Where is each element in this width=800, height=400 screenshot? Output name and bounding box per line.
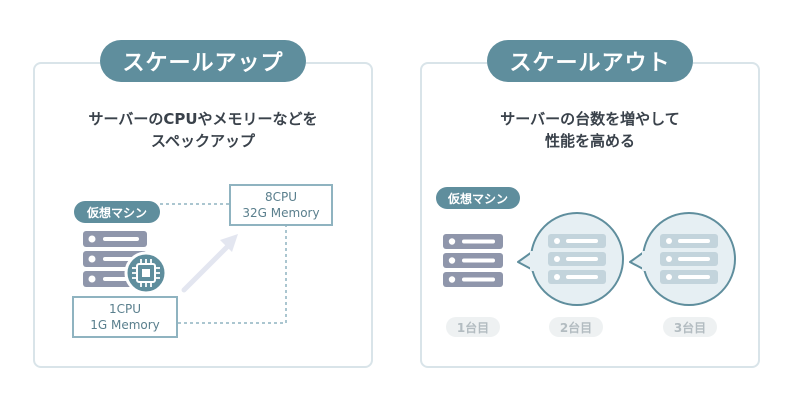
chip-icon bbox=[124, 251, 168, 295]
scale-up-description-line-1: サーバーのCPUやメモリーなどを bbox=[88, 110, 318, 128]
spec-memory: 32G Memory bbox=[242, 206, 320, 220]
scale-out-description-line-2: 性能を高める bbox=[544, 132, 635, 150]
spec-cpu: 1CPU bbox=[108, 302, 142, 316]
arrow-icon bbox=[181, 234, 238, 293]
server-icon bbox=[660, 234, 718, 284]
vm-label: 仮想マシン bbox=[436, 187, 520, 209]
vm-label: 仮想マシン bbox=[74, 201, 160, 223]
dashed-connector bbox=[160, 203, 287, 324]
scale-up-description-line-2: スペックアップ bbox=[151, 132, 255, 150]
spec-cpu: 8CPU bbox=[264, 190, 298, 204]
scale-out-description: サーバーの台数を増やして 性能を高める bbox=[420, 108, 760, 152]
scale-up-description: サーバーのCPUやメモリーなどを スペックアップ bbox=[33, 108, 373, 152]
server-count-badge: 1台目 bbox=[446, 317, 500, 337]
scale-out-title: スケールアウト bbox=[487, 40, 693, 82]
server-count-badge: 2台目 bbox=[549, 317, 603, 337]
server-count-badge: 3台目 bbox=[663, 317, 717, 337]
server-icon bbox=[548, 234, 606, 284]
spec-memory: 1G Memory bbox=[90, 318, 160, 332]
spec-box-after: 8CPU 32G Memory bbox=[229, 184, 333, 226]
scale-out-description-line-1: サーバーの台数を増やして bbox=[500, 110, 680, 128]
server-icon bbox=[443, 234, 503, 287]
scale-up-title: スケールアップ bbox=[100, 40, 306, 82]
spec-box-before: 1CPU 1G Memory bbox=[72, 296, 178, 338]
